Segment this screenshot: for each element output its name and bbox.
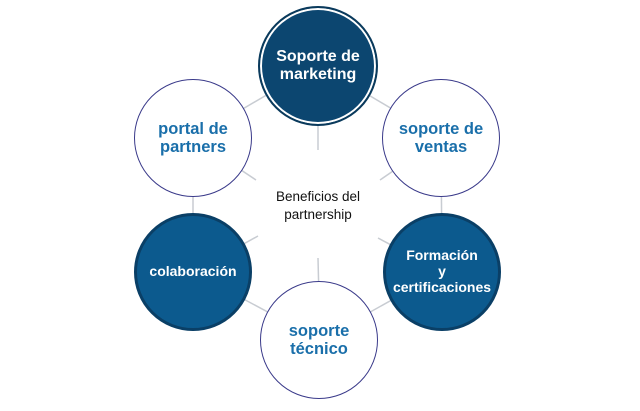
- node-colaboracion: colaboración: [134, 213, 252, 331]
- node-soporte-marketing: Soporte de marketing: [258, 6, 378, 126]
- node-label: colaboración: [149, 263, 237, 280]
- node-portal-partners: portal de partners: [134, 79, 252, 197]
- node-label: soporte técnico: [288, 321, 350, 358]
- node-soporte-ventas: soporte de ventas: [382, 79, 500, 197]
- node-label: portal de partners: [158, 119, 228, 156]
- node-label: Soporte de marketing: [276, 48, 360, 83]
- node-soporte-tecnico: soporte técnico: [260, 281, 378, 399]
- node-formacion-certificaciones: Formación y certificaciones: [383, 213, 501, 331]
- node-label: soporte de ventas: [398, 119, 484, 156]
- node-label: Formación y certificaciones: [392, 247, 492, 295]
- center-label: Beneficios del partnership: [275, 189, 361, 223]
